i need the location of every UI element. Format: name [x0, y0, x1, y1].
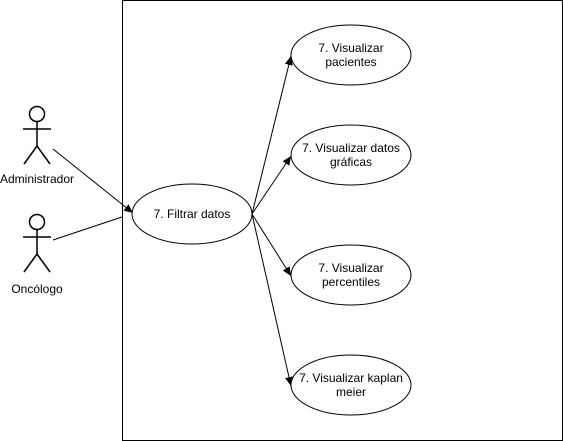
edges-layer [52, 55, 293, 387]
actor-head-icon [28, 105, 46, 123]
edge-filtrar-to-percentiles [251, 213, 292, 277]
use-case-label: 7. Visualizar [318, 41, 383, 55]
actor-left-leg [23, 145, 38, 165]
actor-label: Oncólogo [11, 282, 63, 296]
use-case-ellipse [290, 354, 412, 416]
use-case-ellipse [290, 244, 412, 306]
use-case-label: gráficas [330, 155, 372, 169]
edge-filtrar-to-kaplan [251, 213, 293, 387]
edge-onco-to-filtrar [52, 216, 123, 241]
use-case-ellipse [290, 24, 412, 86]
edge-filtrar-to-pacientes [251, 55, 293, 215]
use-case-label: meier [336, 385, 366, 399]
actor-admin: Administrador [0, 105, 74, 186]
use-case-ellipse [131, 183, 253, 245]
use-case-ellipse [290, 124, 412, 186]
use-case-label: 7. Visualizar [318, 261, 383, 275]
use-case-filtrar: 7. Filtrar datos [131, 183, 253, 245]
actor-right-leg [36, 145, 51, 165]
actor-onco: Oncólogo [11, 213, 63, 296]
edge-filtrar-to-graficas [251, 155, 292, 215]
actor-head-icon [28, 213, 46, 231]
use-case-label: percentiles [322, 275, 380, 289]
actor-label: Administrador [0, 172, 74, 186]
actor-right-leg [36, 253, 51, 273]
use-case-label: pacientes [325, 55, 376, 69]
use-case-label: 7. Visualizar datos [302, 141, 400, 155]
use-case-label: 7. Filtrar datos [154, 207, 231, 221]
edge-admin-to-filtrar [52, 148, 134, 214]
use-case-label: 7. Visualizar kaplan [299, 371, 403, 385]
actor-left-leg [23, 253, 38, 273]
